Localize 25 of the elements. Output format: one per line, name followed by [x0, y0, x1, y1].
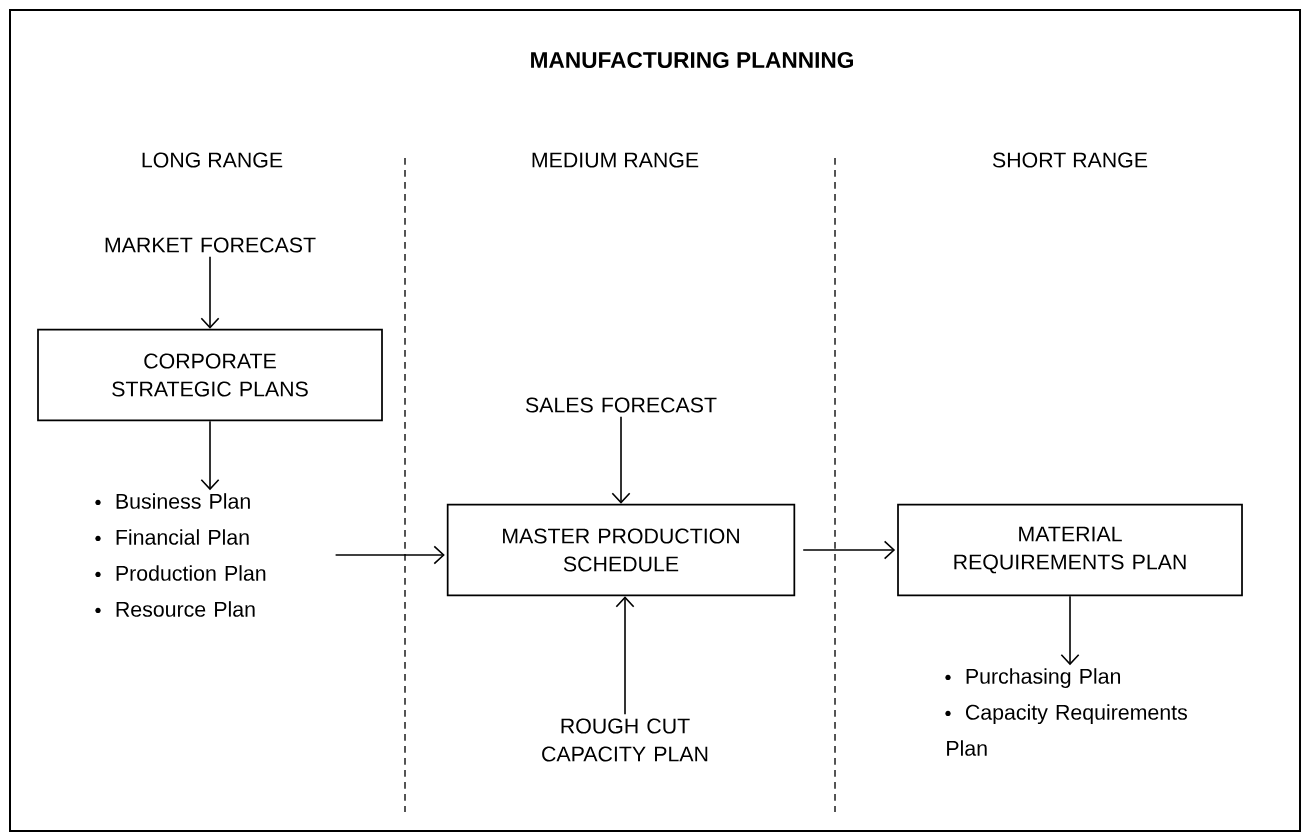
node-text: SALES FORECAST [525, 397, 717, 413]
arrow [615, 596, 635, 715]
node-label: Business Plan [116, 493, 250, 509]
arrow [1060, 595, 1080, 666]
node-label: Production Plan [116, 565, 266, 581]
node-label: Financial Plan [116, 529, 249, 545]
column-heading: LONG RANGE [142, 152, 283, 168]
arrow [200, 256, 220, 329]
node-text: ROUGH CUT CAPACITY PLAN [542, 718, 708, 762]
node-label: Purchasing Plan [966, 668, 1121, 689]
process-box: CORPORATE STRATEGIC PLANS [37, 328, 383, 422]
node-text: MARKET FORECAST [105, 237, 316, 253]
bullet-list: Purchasing Plan Capacity Requirements Plan [945, 668, 1187, 756]
node-label: Capacity Requirements Plan [947, 704, 1187, 756]
arrow [611, 416, 631, 504]
column-heading: SHORT RANGE [992, 152, 1148, 168]
node-label: Resource Plan [116, 601, 255, 617]
bullet-list: Business Plan Financial Plan Production Plan Resource Plan [95, 493, 266, 617]
process-box: MATERIAL REQUIREMENTS PLAN [897, 503, 1243, 597]
diagram-title: MANUFACTURING PLANNING [531, 52, 853, 69]
column-heading: MEDIUM RANGE [532, 152, 699, 168]
arrow [334, 545, 445, 565]
arrow [200, 420, 220, 491]
arrow [802, 540, 896, 560]
process-box: MASTER PRODUCTION SCHEDULE [446, 503, 796, 597]
